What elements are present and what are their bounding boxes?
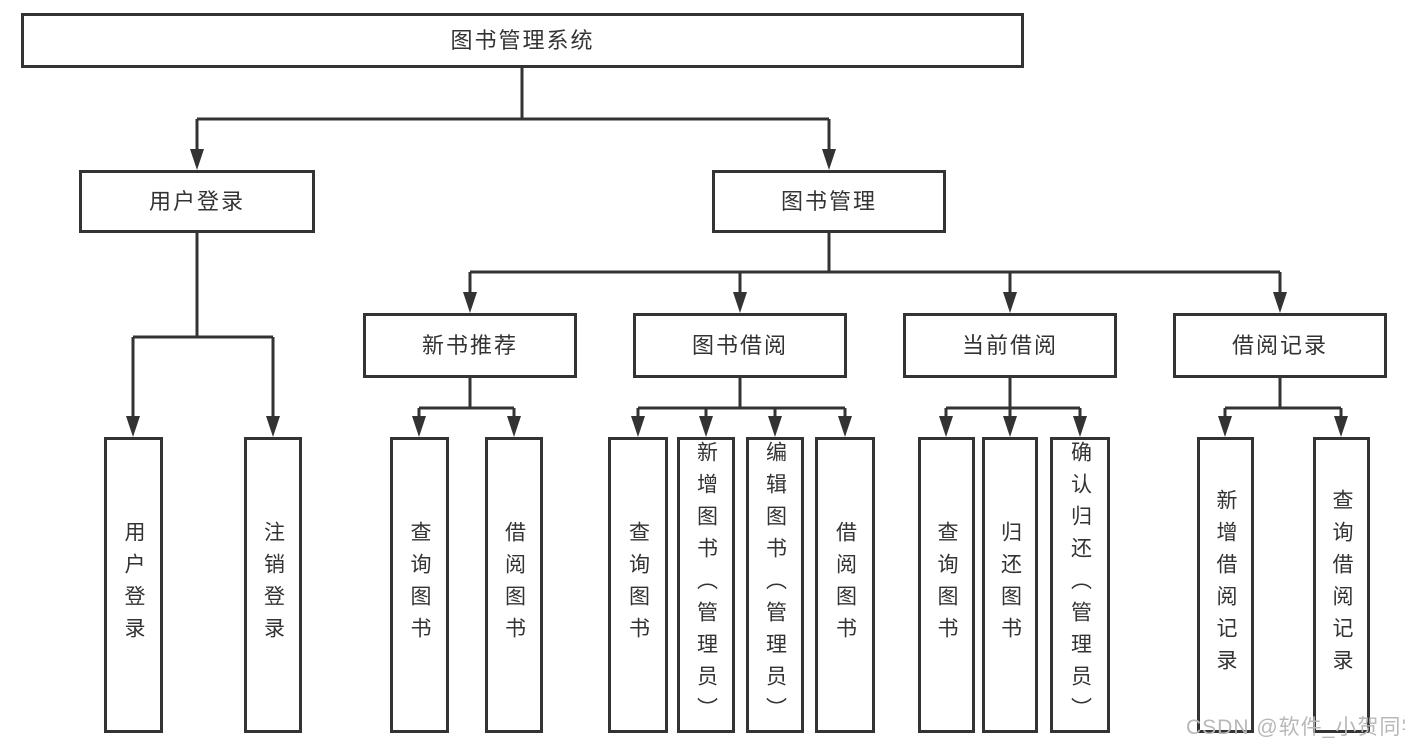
arrow-down-icon (699, 416, 713, 437)
arrow-down-icon (631, 416, 645, 437)
node-borrowing-records: 借阅记录 (1173, 313, 1387, 378)
node-label: 借阅图书 (502, 521, 526, 649)
node-label: 编辑图书（管理员） (763, 441, 787, 729)
node-label: 确认归还（管理员） (1068, 441, 1092, 729)
node-book-borrowing: 图书借阅 (633, 313, 847, 378)
node-label: 查询图书 (626, 521, 650, 649)
node-book-management: 图书管理 (712, 170, 946, 233)
arrow-down-icon (1073, 416, 1087, 437)
arrow-down-icon (939, 416, 953, 437)
arrow-down-icon (1334, 416, 1348, 437)
node-label: 借阅图书 (833, 521, 857, 649)
node-new-book-recommend: 新书推荐 (363, 313, 577, 378)
node-label: 图书借阅 (691, 332, 788, 358)
node-label: 当前借阅 (961, 332, 1058, 358)
node-label: 图书管理 (780, 188, 877, 214)
leaf-borrow-books: 借阅图书 (815, 437, 875, 733)
node-user-login: 用户登录 (79, 170, 315, 233)
leaf-query-borrow-record: 查询借阅记录 (1313, 437, 1370, 733)
arrow-down-icon (1218, 416, 1232, 437)
leaf-add-book-admin: 新增图书（管理员） (677, 437, 735, 733)
leaf-logout: 注销登录 (244, 437, 302, 733)
leaf-confirm-return-admin: 确认归还（管理员） (1050, 437, 1110, 733)
leaf-edit-book-admin: 编辑图书（管理员） (746, 437, 804, 733)
node-label: 图书管理系统 (450, 27, 595, 53)
arrow-down-icon (733, 292, 747, 313)
node-label: 查询借阅记录 (1330, 489, 1353, 681)
arrow-down-icon (190, 149, 204, 170)
leaf-query-books-recommend: 查询图书 (390, 437, 449, 733)
tree-edges (131, 68, 1343, 419)
node-root: 图书管理系统 (21, 13, 1024, 68)
node-label: 用户登录 (148, 188, 245, 214)
arrow-down-icon (412, 416, 426, 437)
arrow-down-icon (838, 416, 852, 437)
arrow-down-icon (1003, 292, 1017, 313)
arrow-down-icon (507, 416, 521, 437)
arrow-down-icon (1003, 416, 1017, 437)
node-label: 查询图书 (408, 521, 431, 649)
leaf-user-login: 用户登录 (104, 437, 163, 733)
node-label: 借阅记录 (1231, 332, 1328, 358)
node-current-borrowing: 当前借阅 (903, 313, 1117, 378)
node-label: 新增借阅记录 (1214, 489, 1237, 681)
leaf-query-books-current: 查询图书 (918, 437, 975, 733)
csdn-watermark: CSDN @软件_小贺同学 (1186, 716, 1405, 739)
node-label: 注销登录 (261, 521, 285, 649)
leaf-add-borrow-record: 新增借阅记录 (1197, 437, 1254, 733)
arrow-down-icon (1273, 292, 1287, 313)
leaf-borrow-books-recommend: 借阅图书 (485, 437, 543, 733)
node-label: 用户登录 (122, 521, 145, 649)
arrowheads (126, 149, 1348, 437)
arrow-down-icon (463, 292, 477, 313)
arrow-down-icon (822, 149, 836, 170)
node-label: 查询图书 (935, 521, 958, 649)
arrow-down-icon (266, 416, 280, 437)
node-label: 新增图书（管理员） (694, 441, 718, 729)
node-label: 新书推荐 (421, 332, 518, 358)
arrow-down-icon (768, 416, 782, 437)
arrow-down-icon (126, 416, 140, 437)
leaf-return-book: 归还图书 (982, 437, 1038, 733)
node-label: 归还图书 (998, 521, 1022, 649)
leaf-query-books-borrowing: 查询图书 (608, 437, 668, 733)
